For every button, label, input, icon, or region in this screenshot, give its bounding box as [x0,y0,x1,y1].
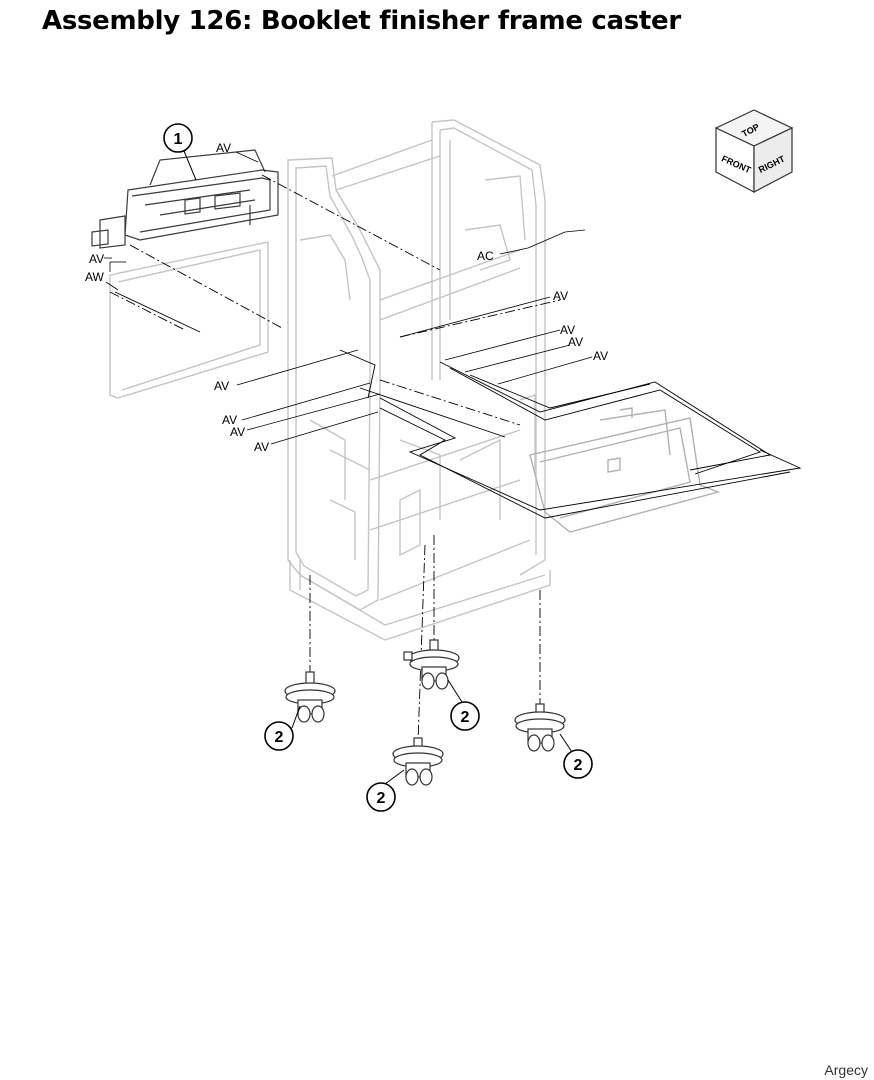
label-av-top: AV [216,141,231,155]
label-ac: AC [477,249,494,263]
label-av-mid-4: AV [254,440,269,454]
callout-1: 1 [163,123,193,153]
label-pointers [104,151,593,445]
label-av-right-4: AV [593,349,608,363]
cable-routes [114,291,802,519]
label-av-mid-1: AV [214,379,229,393]
label-av-left: AV [89,252,104,266]
svg-text:2: 2 [377,790,386,807]
caster-wheel-left [284,671,336,723]
svg-text:2: 2 [574,757,583,774]
caster-wheel-center-bottom [392,737,444,786]
side-panel [109,241,269,399]
callout-2-right: 2 [563,749,593,779]
label-aw: AW [85,270,105,284]
watermark: Argecy [824,1062,868,1078]
callout-2-center-top: 2 [450,701,480,731]
caster-wheel-right [514,703,566,752]
part-1-assembly [91,149,279,249]
page-title: Assembly 126: Booklet finisher frame cas… [42,6,681,36]
callout-2-left: 2 [264,721,294,751]
connector-labels: AV AV AW AC AV AV AV AV AV AV AV AV [85,141,608,454]
label-av-right-2: AV [560,323,575,337]
label-av-right-1: AV [553,289,568,303]
svg-text:1: 1 [174,131,183,148]
svg-text:2: 2 [461,709,470,726]
booklet-tray [529,407,721,533]
caster-wheel-center-top [403,639,460,690]
leader-lines [109,174,561,743]
callout-leaders [183,150,573,785]
label-av-mid-3: AV [230,425,245,439]
orientation-cube: TOP FRONT RIGHT [714,109,794,193]
svg-text:2: 2 [275,729,284,746]
finisher-frame [287,119,551,641]
label-av-right-3: AV [568,335,583,349]
label-av-mid-2: AV [222,413,237,427]
callout-2-center-bottom: 2 [366,782,396,812]
